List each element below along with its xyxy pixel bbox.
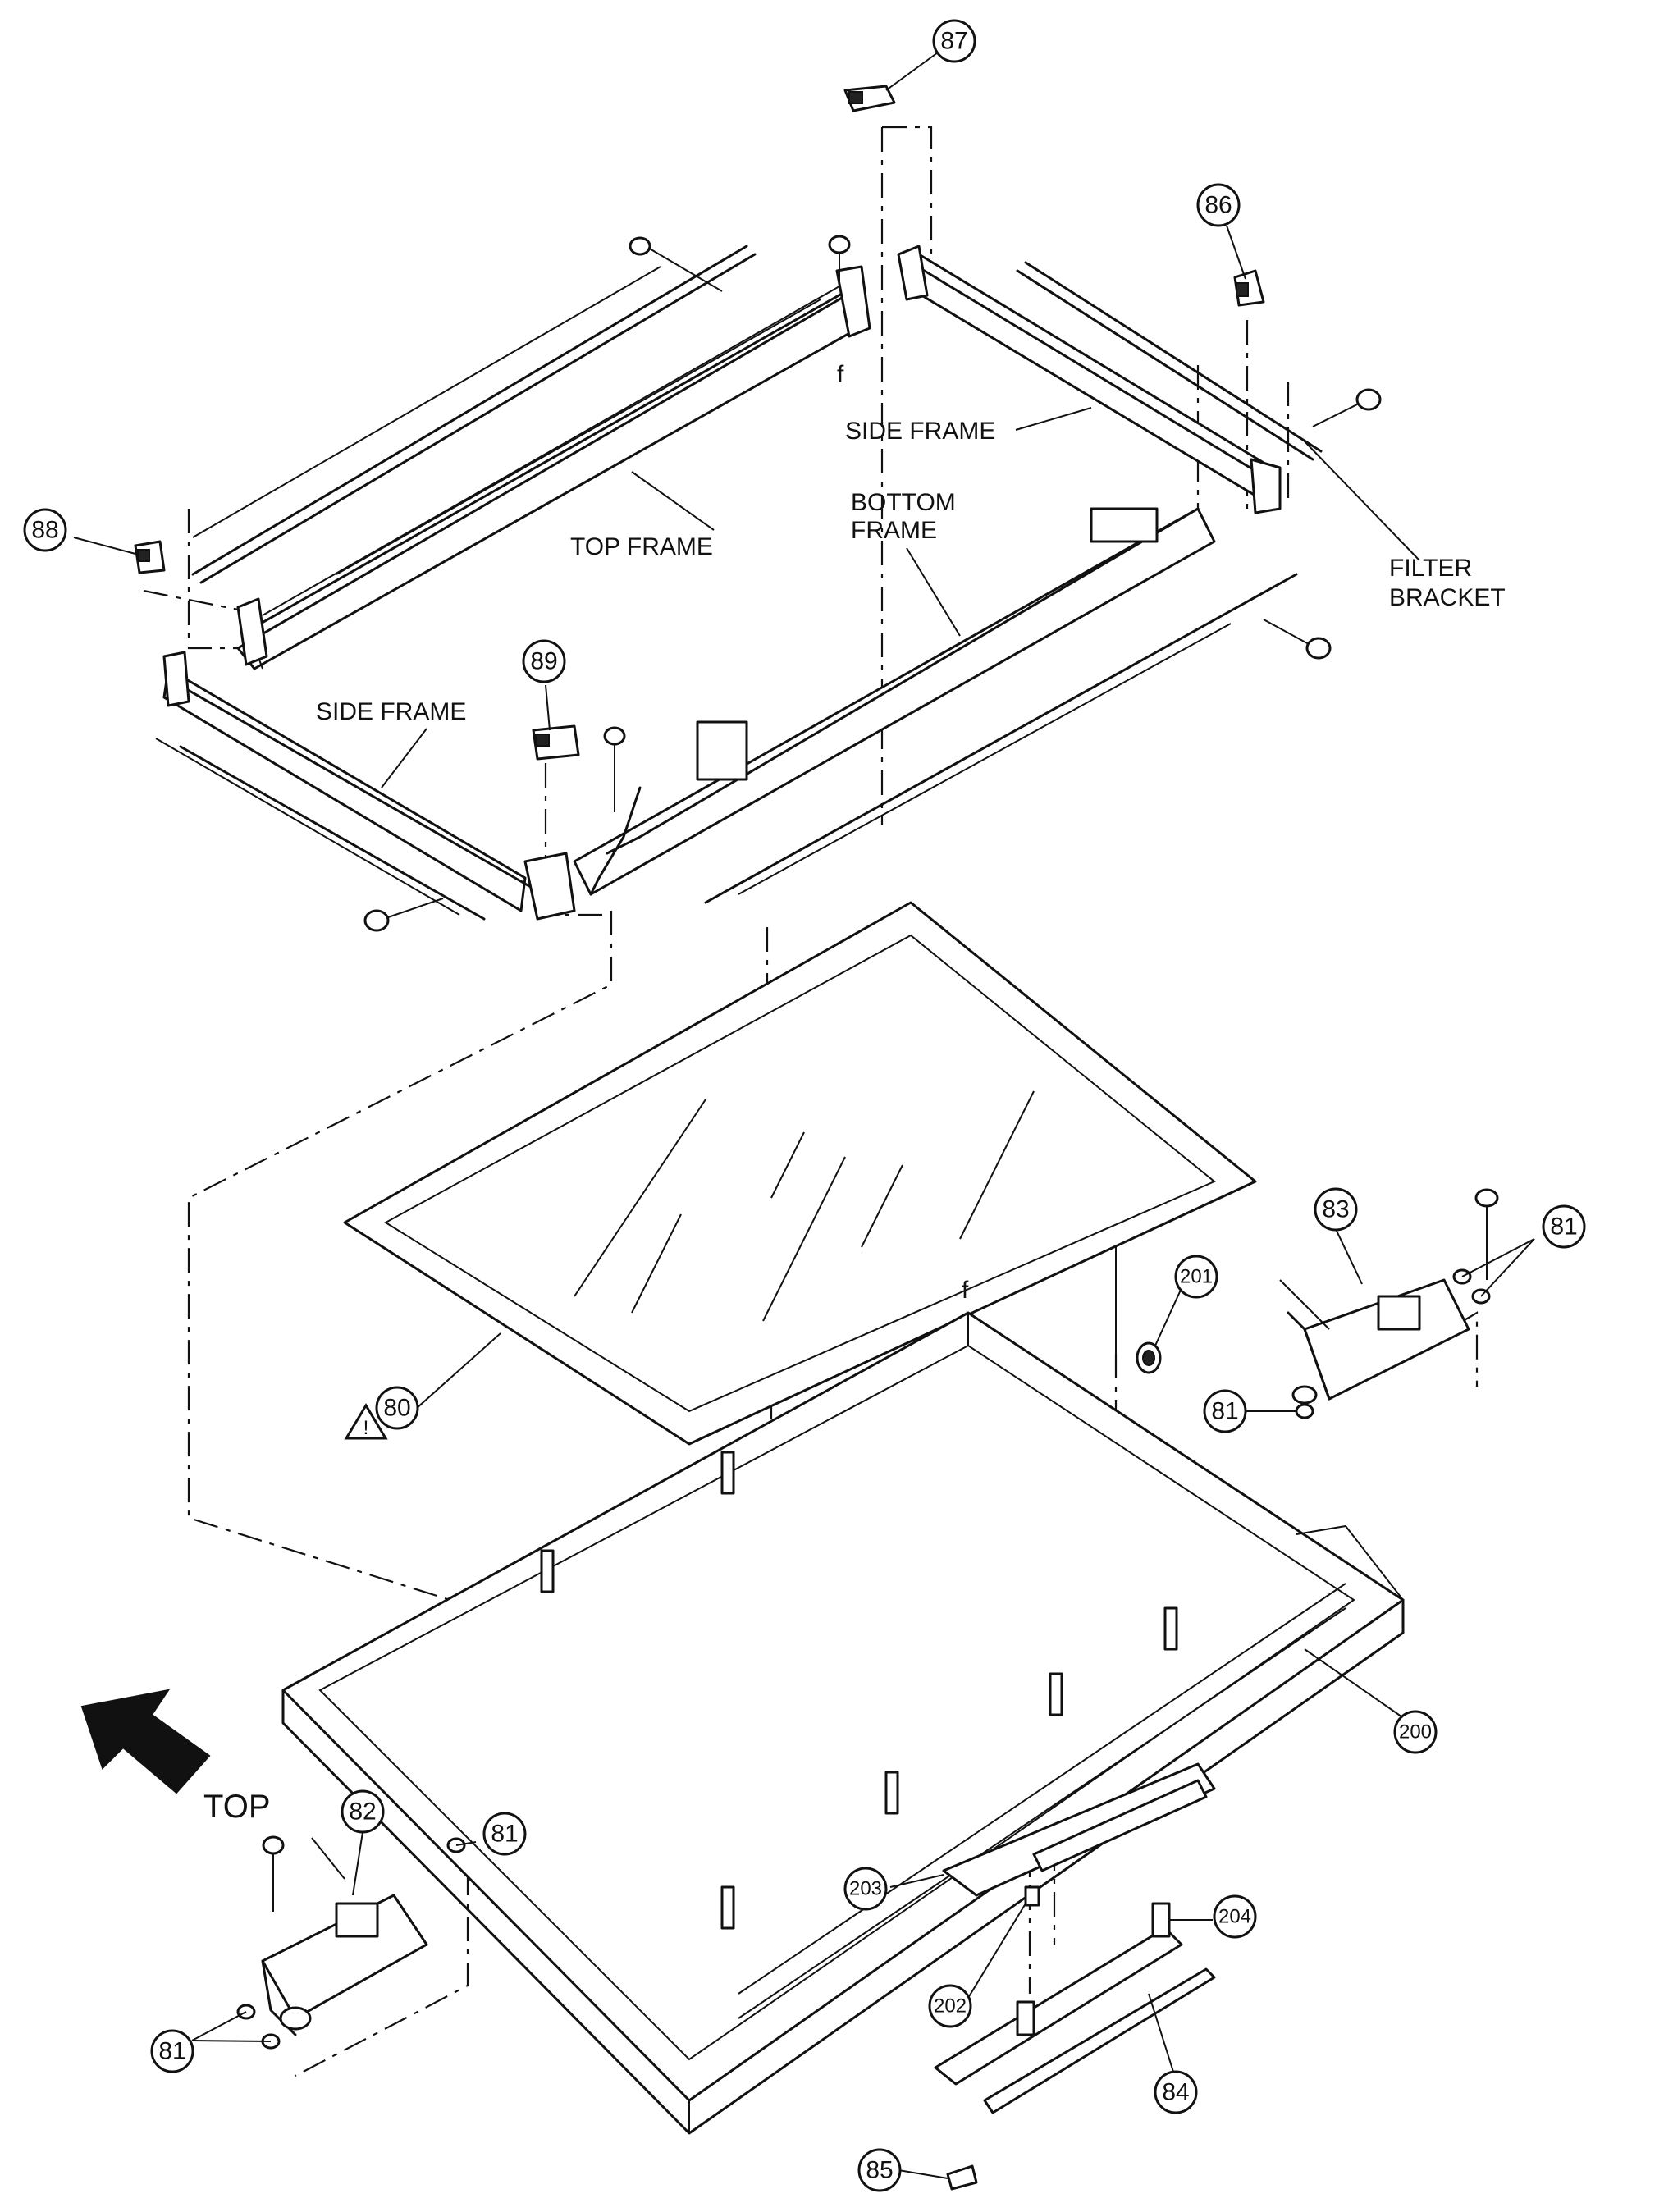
top-frame-strips <box>191 245 757 584</box>
screw-icon <box>1312 388 1382 427</box>
svg-text:86: 86 <box>1204 192 1232 219</box>
side-frame-right-label: SIDE FRAME <box>845 418 995 445</box>
callout-81-top: 81 <box>1542 1204 1586 1249</box>
screw-icon <box>629 236 723 292</box>
side-frame-left-label: SIDE FRAME <box>316 698 466 725</box>
callout-81-left: 81 <box>150 2029 194 2073</box>
callout-200: 200 <box>1393 1710 1438 1754</box>
arrow-icon <box>80 1689 211 1794</box>
svg-text:204: 204 <box>1218 1906 1251 1928</box>
svg-text:81: 81 <box>1550 1213 1577 1241</box>
svg-text:83: 83 <box>1322 1196 1349 1223</box>
bar-204-part <box>934 1902 1183 2086</box>
svg-text:87: 87 <box>940 28 967 55</box>
top-frame-label: TOP FRAME <box>570 533 713 560</box>
bottom-frame-label-line2: FRAME <box>851 517 937 544</box>
screw-icon <box>363 898 444 932</box>
svg-text:200: 200 <box>1399 1721 1432 1744</box>
warning-triangle-icon: ! <box>344 1403 388 1440</box>
bracket-86-part <box>1233 269 1265 307</box>
callout-88: 88 <box>23 508 67 552</box>
text-labels: TOP FRAME SIDE FRAME BOTTOM FRAME FILTER… <box>316 361 1506 1304</box>
callout-83: 83 <box>1314 1187 1358 1232</box>
callout-89: 89 <box>522 639 566 683</box>
part-202 <box>1024 1885 1040 1907</box>
filter-bracket-label-line1: FILTER <box>1389 555 1472 582</box>
svg-text:84: 84 <box>1162 2079 1189 2106</box>
bottom-frame <box>573 507 1216 896</box>
plate-203-part <box>942 1762 1216 1897</box>
bottom-strips <box>704 573 1298 904</box>
callout-leaders <box>73 52 1535 2179</box>
callout-85: 85 <box>857 2148 902 2192</box>
strip-84-part <box>983 1967 1216 2114</box>
top-frame <box>236 265 871 670</box>
svg-text:81: 81 <box>158 2038 185 2065</box>
f-mark-top: f <box>837 361 844 388</box>
bracket-89-part <box>532 724 580 761</box>
nut-icon <box>1295 1403 1314 1419</box>
screw-icon <box>1263 619 1332 660</box>
svg-text:80: 80 <box>383 1395 410 1422</box>
inverter-83-part <box>1279 1278 1470 1405</box>
screw-icon <box>828 235 851 287</box>
f-mark-bezel: f <box>962 1277 969 1304</box>
callout-202: 202 <box>928 1984 972 2028</box>
filter-bracket-label-line2: BRACKET <box>1389 584 1506 611</box>
part-85 <box>946 2164 978 2191</box>
callout-84: 84 <box>1154 2070 1198 2114</box>
lcd-panel <box>343 901 1257 1446</box>
svg-text:81: 81 <box>491 1821 518 1848</box>
bottom-frame-label-line1: BOTTOM <box>851 489 956 516</box>
callout-203: 203 <box>843 1867 888 1911</box>
svg-text:81: 81 <box>1211 1398 1238 1425</box>
svg-text:203: 203 <box>849 1878 882 1900</box>
screw-icon <box>603 726 626 812</box>
svg-text:202: 202 <box>934 1995 967 2018</box>
callout-204: 204 <box>1213 1894 1257 1939</box>
svg-text:!: ! <box>363 1417 369 1439</box>
front-bezel <box>281 1311 1405 2135</box>
callout-201: 201 <box>1174 1255 1218 1299</box>
callout-81-mid: 81 <box>1203 1389 1247 1433</box>
bracket-87-part <box>843 85 896 112</box>
callout-81-low: 81 <box>482 1812 527 1856</box>
svg-text:201: 201 <box>1180 1266 1213 1288</box>
side-frame-right <box>897 245 1323 514</box>
callout-82: 82 <box>341 1789 385 1834</box>
side-frame-left <box>155 651 576 921</box>
direction-label: TOP <box>203 1789 271 1825</box>
svg-text:89: 89 <box>530 648 557 675</box>
svg-text:88: 88 <box>31 517 58 544</box>
callout-86: 86 <box>1196 183 1241 227</box>
direction-arrow: TOP <box>80 1689 271 1825</box>
knob-201-part <box>1136 1341 1162 1374</box>
svg-text:82: 82 <box>349 1798 376 1826</box>
screw-icon <box>262 1835 285 1912</box>
callout-80: 80 <box>375 1386 419 1430</box>
callout-87: 87 <box>932 19 976 63</box>
inverter-82-part <box>261 1837 428 2036</box>
bracket-88-part <box>134 540 166 574</box>
svg-text:85: 85 <box>866 2157 893 2184</box>
screw-icon <box>1474 1188 1499 1280</box>
